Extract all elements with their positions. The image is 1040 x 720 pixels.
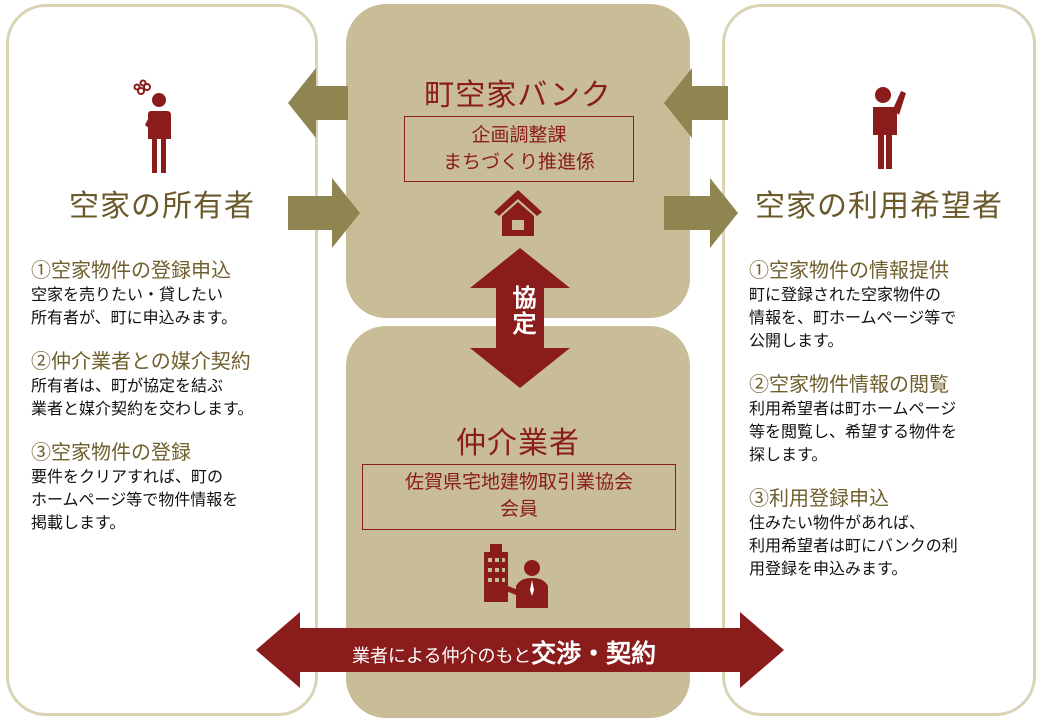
step-text: 用登録を申込みます。 [749,559,908,578]
step-text: 探します。 [749,445,828,464]
step-text: 業者と媒介契約を交わします。 [31,399,254,418]
step-text: 等を閲覧し、希望する物件を [749,422,958,441]
bank-department-box: 企画調整課 まちづくり推進係 [404,116,634,182]
user-step-3: ③利用登録申込 住みたい物件があれば、 利用希望者は町にバンクの利 用登録を申込… [749,485,1034,580]
business-person-icon [484,544,548,608]
worried-person-icon [133,79,171,173]
step-heading: ①空家物件の登録申込 [31,258,231,282]
step-text: ホームページ等で物件情報を [31,490,239,509]
step-text: 利用希望者は町ホームページ [749,399,957,418]
step-text: 情報を、町ホームページ等で [749,308,957,327]
agreement-label: 協定 [508,285,537,337]
owner-steps: ①空家物件の登録申込 空家を売りたい・貸したい 所有者が、町に申込みます。 ②仲… [31,257,316,553]
step-heading: ②空家物件情報の閲覧 [749,372,949,396]
step-heading: ③空家物件の登録 [31,440,191,464]
agent-member: 会員 [499,498,538,520]
arrow-owner-to-bank [288,178,360,248]
owner-step-2: ②仲介業者との媒介契約 所有者は、町が協定を結ぶ 業者と媒介契約を交わします。 [31,348,316,420]
step-text: 要件をクリアすれば、町の [31,467,224,486]
house-icon [494,190,542,236]
step-text: 公開します。 [749,331,844,350]
agreement-double-arrow [470,248,570,388]
bank-title: 町空家バンク [424,78,612,113]
raised-hand-person-icon [873,87,906,169]
negotiation-banner-label: 業者による仲介のもと交渉・契約 [352,634,656,670]
step-text: 所有者が、町に申込みます。 [31,308,238,327]
agent-title: 仲介業者 [456,426,580,461]
negotiation-banner-arrow [256,612,784,688]
user-step-1: ①空家物件の情報提供 町に登録された空家物件の 情報を、町ホームページ等で 公開… [749,257,1034,352]
agent-association: 佐賀県宅地建物取引業協会 [404,471,633,493]
arrow-bank-to-owner [288,68,348,138]
user-steps: ①空家物件の情報提供 町に登録された空家物件の 情報を、町ホームページ等で 公開… [749,257,1034,599]
step-text: 町に登録された空家物件の [749,285,942,304]
step-text: 空家を売りたい・貸したい [31,285,224,304]
banner-emphasis: 交渉・契約 [531,639,657,668]
owner-panel: 空家の所有者 ①空家物件の登録申込 空家を売りたい・貸したい 所有者が、町に申込… [6,4,318,716]
step-text: 住みたい物件があれば、 [749,513,926,532]
user-title: 空家の利用希望者 [755,189,1003,224]
owner-step-3: ③空家物件の登録 要件をクリアすれば、町の ホームページ等で物件情報を 掲載しま… [31,439,316,534]
user-panel: 空家の利用希望者 ①空家物件の情報提供 町に登録された空家物件の 情報を、町ホー… [722,4,1036,716]
bank-section: まちづくり推進係 [442,151,595,173]
step-text: 利用希望者は町にバンクの利 [749,536,958,555]
arrow-user-to-bank [664,68,728,138]
agent-association-box: 佐賀県宅地建物取引業協会 会員 [362,464,676,530]
step-text: 掲載します。 [31,513,126,532]
step-heading: ②仲介業者との媒介契約 [31,349,251,373]
arrow-bank-to-user [664,178,738,248]
owner-step-1: ①空家物件の登録申込 空家を売りたい・貸したい 所有者が、町に申込みます。 [31,257,316,329]
banner-prefix: 業者による仲介のもと [352,646,532,667]
owner-title: 空家の所有者 [69,189,255,224]
step-text: 所有者は、町が協定を結ぶ [31,376,224,395]
step-heading: ①空家物件の情報提供 [749,258,949,282]
bank-department: 企画調整課 [471,124,567,146]
step-heading: ③利用登録申込 [749,486,889,510]
user-step-2: ②空家物件情報の閲覧 利用希望者は町ホームページ 等を閲覧し、希望する物件を 探… [749,371,1034,466]
